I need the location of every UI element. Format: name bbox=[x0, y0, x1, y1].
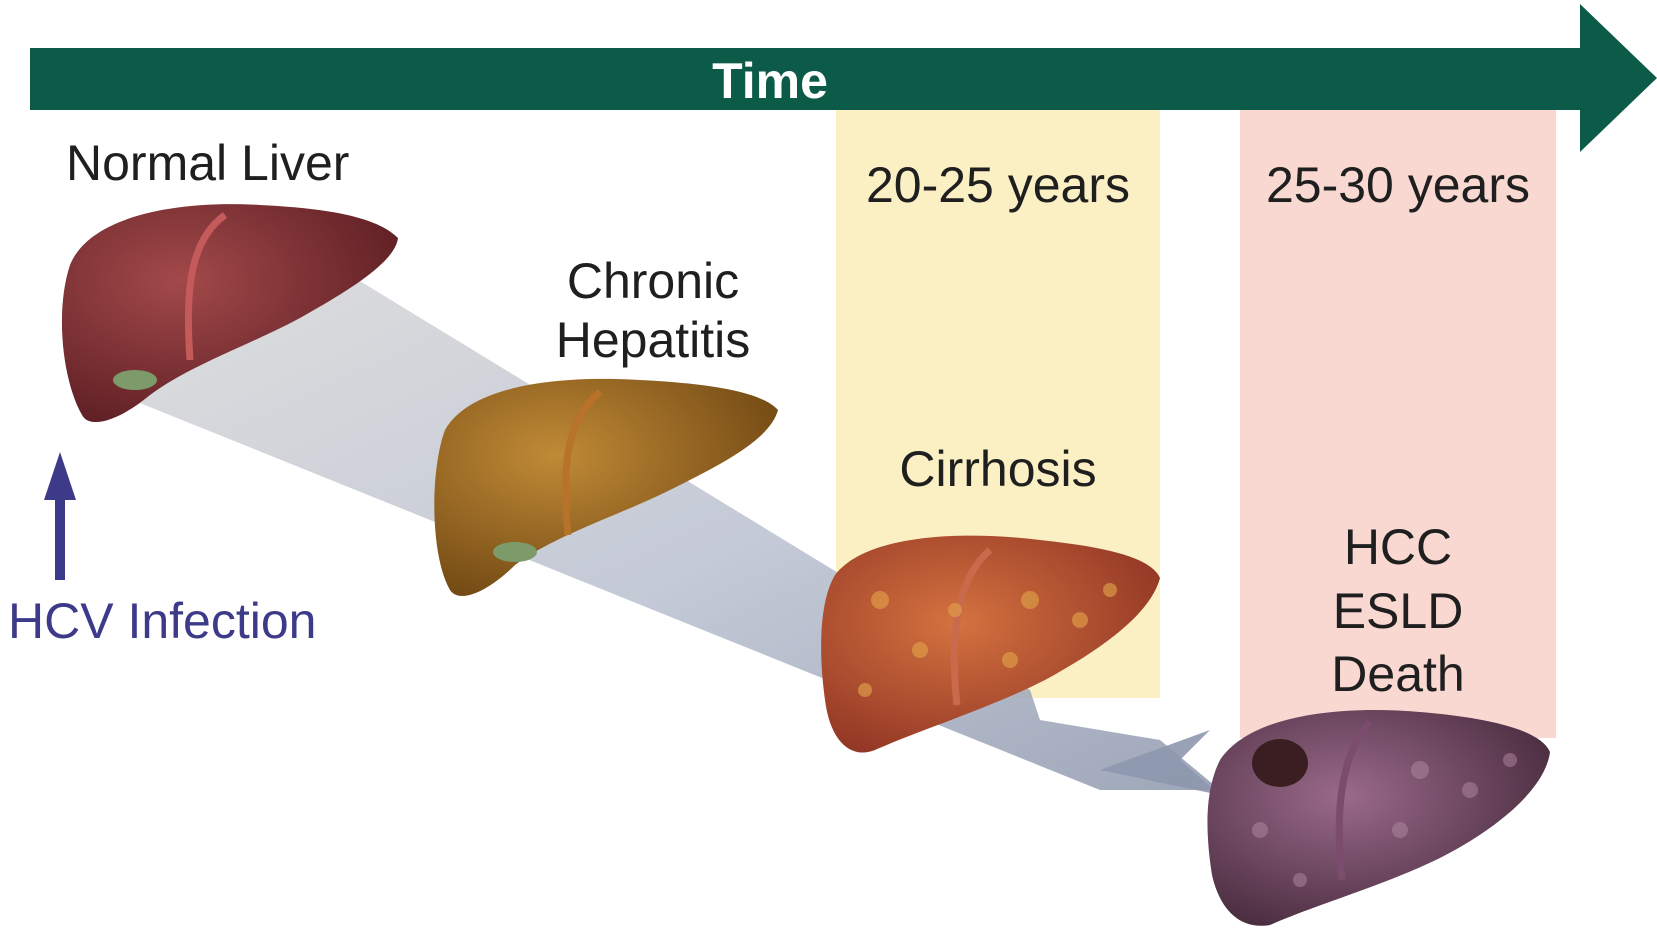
hcc-liver-image bbox=[1207, 710, 1550, 926]
timeline-label: Time bbox=[30, 52, 1510, 110]
outcome-death: Death bbox=[1240, 645, 1556, 704]
stage-final-duration: 25-30 years bbox=[1240, 156, 1556, 215]
infection-arrow bbox=[44, 452, 76, 580]
hcv-infection-label: HCV Infection bbox=[8, 592, 316, 651]
stage-cirrhosis-title: Cirrhosis bbox=[836, 440, 1160, 499]
stage-chronic-hepatitis-title-line: Hepatitis bbox=[548, 311, 758, 370]
outcome-esld: ESLD bbox=[1240, 582, 1556, 641]
outcome-hcc: HCC bbox=[1240, 518, 1556, 577]
stage-cirrhosis-duration: 20-25 years bbox=[836, 156, 1160, 215]
stage-normal-liver-title: Normal Liver bbox=[66, 134, 349, 193]
stage-chronic-hepatitis-title-line: Chronic bbox=[548, 252, 758, 311]
